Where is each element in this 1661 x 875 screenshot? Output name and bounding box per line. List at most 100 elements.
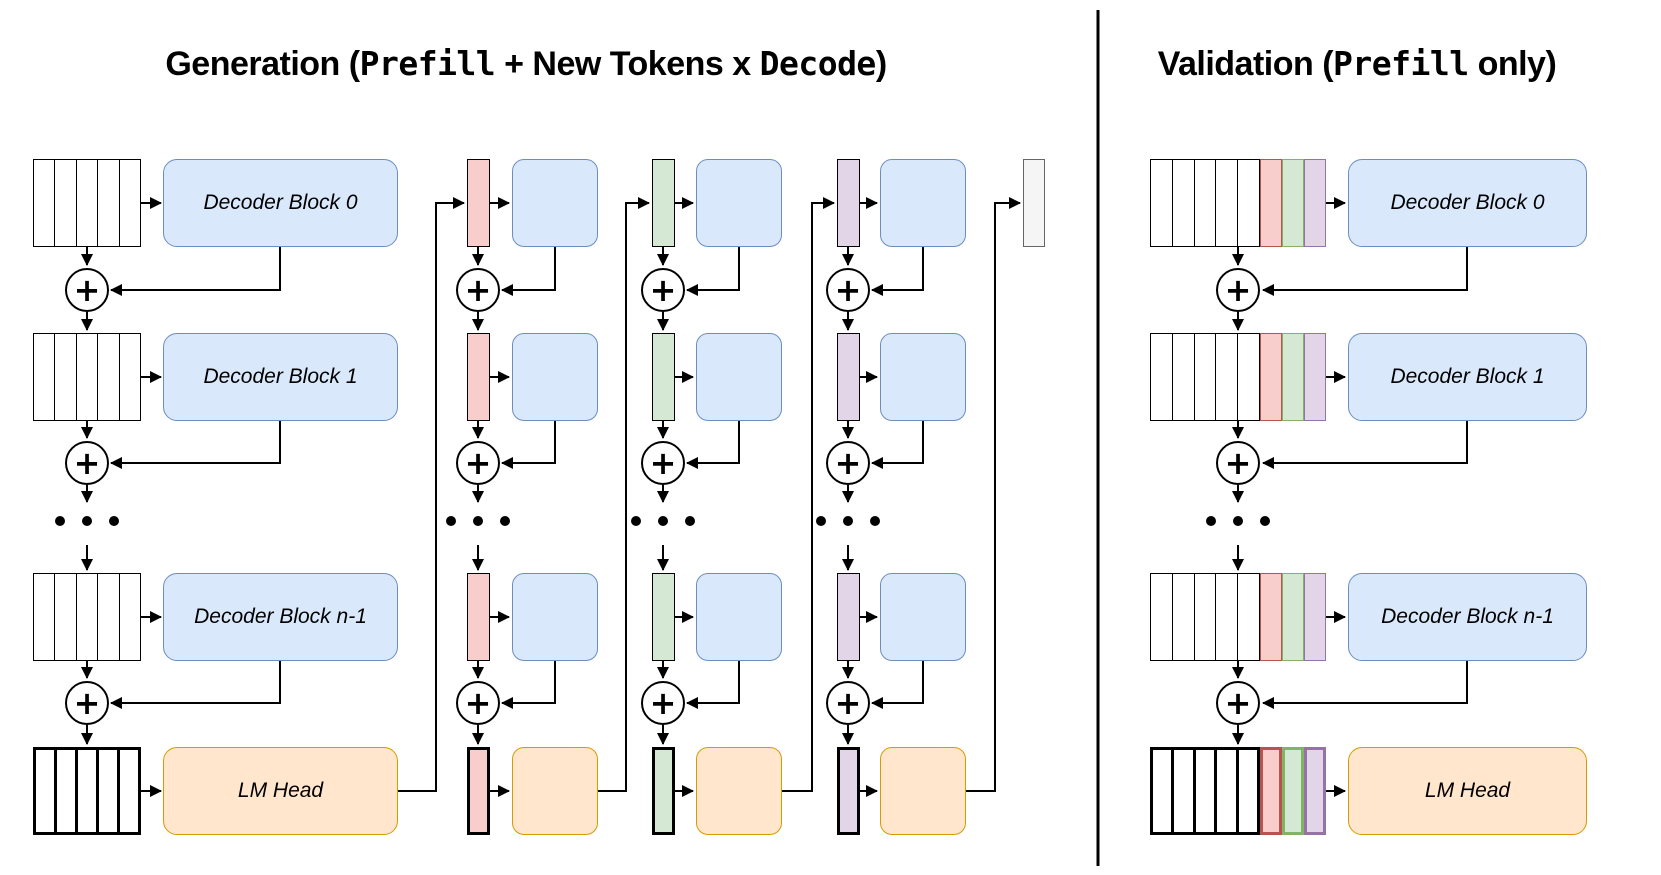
token-cell-green bbox=[1282, 573, 1304, 661]
new-token-bar-red-layer1 bbox=[467, 333, 490, 421]
residual-add-node: + bbox=[826, 268, 870, 312]
token-cell-red bbox=[1260, 573, 1282, 661]
token-cell bbox=[77, 574, 99, 660]
generation-title-suffix: ) bbox=[875, 45, 887, 83]
token-cell-purple bbox=[1304, 159, 1326, 247]
prompt-tokens-box-final bbox=[33, 747, 141, 835]
token-cell-purple bbox=[1304, 333, 1326, 421]
token-cell bbox=[1173, 334, 1195, 420]
token-cell bbox=[57, 750, 78, 832]
plus-sign: + bbox=[834, 444, 862, 482]
plus-sign: + bbox=[834, 271, 862, 309]
token-cell bbox=[120, 334, 140, 420]
token-cell bbox=[120, 160, 140, 246]
residual-add-node: + bbox=[65, 268, 109, 312]
new-token-bar-green-layer1 bbox=[652, 333, 675, 421]
validation-column-arrows bbox=[1232, 197, 1468, 797]
validation-tokens-box-layer1 bbox=[1150, 333, 1326, 421]
plus-sign: + bbox=[464, 684, 492, 722]
decoder-block-1-label: Decoder Block 1 bbox=[1390, 365, 1545, 388]
prompt-tokens-box-layerN bbox=[33, 573, 141, 661]
plus-sign: + bbox=[649, 684, 677, 722]
token-cell-green bbox=[1282, 159, 1304, 247]
validation-decoder-block-1: Decoder Block 1 bbox=[1348, 333, 1587, 421]
residual-add-node: + bbox=[641, 681, 685, 725]
token-cell-green bbox=[1282, 333, 1304, 421]
validation-tokens-box-layer0 bbox=[1150, 159, 1326, 247]
decode-column-1-arrows bbox=[398, 197, 556, 797]
validation-title-prefill-code: Prefill bbox=[1333, 44, 1469, 83]
residual-add-node: + bbox=[826, 681, 870, 725]
token-cell bbox=[1216, 160, 1239, 246]
validation-decoder-block-n-1: Decoder Block n-1 bbox=[1348, 573, 1587, 661]
lm-head-square-green bbox=[696, 747, 782, 835]
residual-add-node: + bbox=[65, 681, 109, 725]
token-cell bbox=[1151, 574, 1173, 660]
next-token-bar-gray bbox=[1023, 159, 1045, 247]
token-cell bbox=[1195, 160, 1217, 246]
new-token-bar-green-final bbox=[652, 747, 675, 835]
token-cell bbox=[1238, 334, 1259, 420]
residual-add-node: + bbox=[826, 441, 870, 485]
new-token-bar-purple-final bbox=[837, 747, 860, 835]
plus-sign: + bbox=[649, 271, 677, 309]
lm-head-square-purple bbox=[880, 747, 966, 835]
decode-column-2-arrows bbox=[598, 197, 740, 797]
token-cell bbox=[98, 334, 120, 420]
decoder-block-n-1-label: Decoder Block n-1 bbox=[194, 605, 367, 628]
lm-head-square-red bbox=[512, 747, 598, 835]
token-cell bbox=[1153, 750, 1175, 832]
residual-add-node: + bbox=[641, 441, 685, 485]
residual-add-node: + bbox=[641, 268, 685, 312]
token-cell bbox=[1196, 750, 1218, 832]
validation-title-suffix: only) bbox=[1468, 45, 1557, 83]
token-cell bbox=[1238, 160, 1259, 246]
plus-sign: + bbox=[464, 444, 492, 482]
validation-title-prefix: Validation ( bbox=[1157, 45, 1334, 83]
token-cell bbox=[98, 574, 120, 660]
token-cell bbox=[120, 750, 138, 832]
token-cell bbox=[36, 750, 57, 832]
new-token-bar-purple-layer0 bbox=[837, 159, 860, 247]
prefill-column-arrows bbox=[81, 197, 281, 797]
new-token-bar-red-final bbox=[467, 747, 490, 835]
lm-head-block: LM Head bbox=[163, 747, 398, 835]
token-cell bbox=[98, 160, 120, 246]
plus-sign: + bbox=[1224, 684, 1252, 722]
plus-sign: + bbox=[1224, 271, 1252, 309]
token-cell bbox=[34, 334, 56, 420]
token-cell bbox=[78, 750, 99, 832]
token-cell bbox=[1216, 574, 1239, 660]
prompt-tokens-box-layer0 bbox=[33, 159, 141, 247]
decoder-square-purple-layer1 bbox=[880, 333, 966, 421]
token-cell bbox=[1174, 750, 1196, 832]
token-cell bbox=[1151, 160, 1173, 246]
token-cell bbox=[1173, 574, 1195, 660]
decoder-block-1-label: Decoder Block 1 bbox=[203, 365, 358, 388]
decoder-block-0: Decoder Block 0 bbox=[163, 159, 398, 247]
token-cell-purple bbox=[1304, 573, 1326, 661]
generation-title: Generation (Prefill + New Tokens x Decod… bbox=[126, 44, 926, 84]
new-token-bar-green-layerN bbox=[652, 573, 675, 661]
token-cell bbox=[1238, 574, 1259, 660]
token-cell bbox=[1173, 160, 1195, 246]
plus-sign: + bbox=[464, 271, 492, 309]
validation-lm-head-block: LM Head bbox=[1348, 747, 1587, 835]
generation-title-prefix: Generation ( bbox=[165, 45, 360, 83]
residual-add-node: + bbox=[1216, 441, 1260, 485]
next-token-feed-arrow bbox=[966, 197, 1021, 792]
generation-title-decode-code: Decode bbox=[759, 44, 877, 83]
token-cell bbox=[120, 574, 140, 660]
token-cell-red bbox=[1260, 747, 1282, 835]
token-cell bbox=[1216, 334, 1239, 420]
new-token-bar-red-layer0 bbox=[467, 159, 490, 247]
lm-head-label: LM Head bbox=[237, 779, 324, 802]
decoder-square-green-layer1 bbox=[696, 333, 782, 421]
residual-add-node: + bbox=[456, 681, 500, 725]
decoder-block-0-label: Decoder Block 0 bbox=[203, 191, 358, 214]
token-cell-green bbox=[1282, 747, 1304, 835]
decoder-square-green-layerN bbox=[696, 573, 782, 661]
residual-add-node: + bbox=[456, 268, 500, 312]
validation-decoder-block-0: Decoder Block 0 bbox=[1348, 159, 1587, 247]
